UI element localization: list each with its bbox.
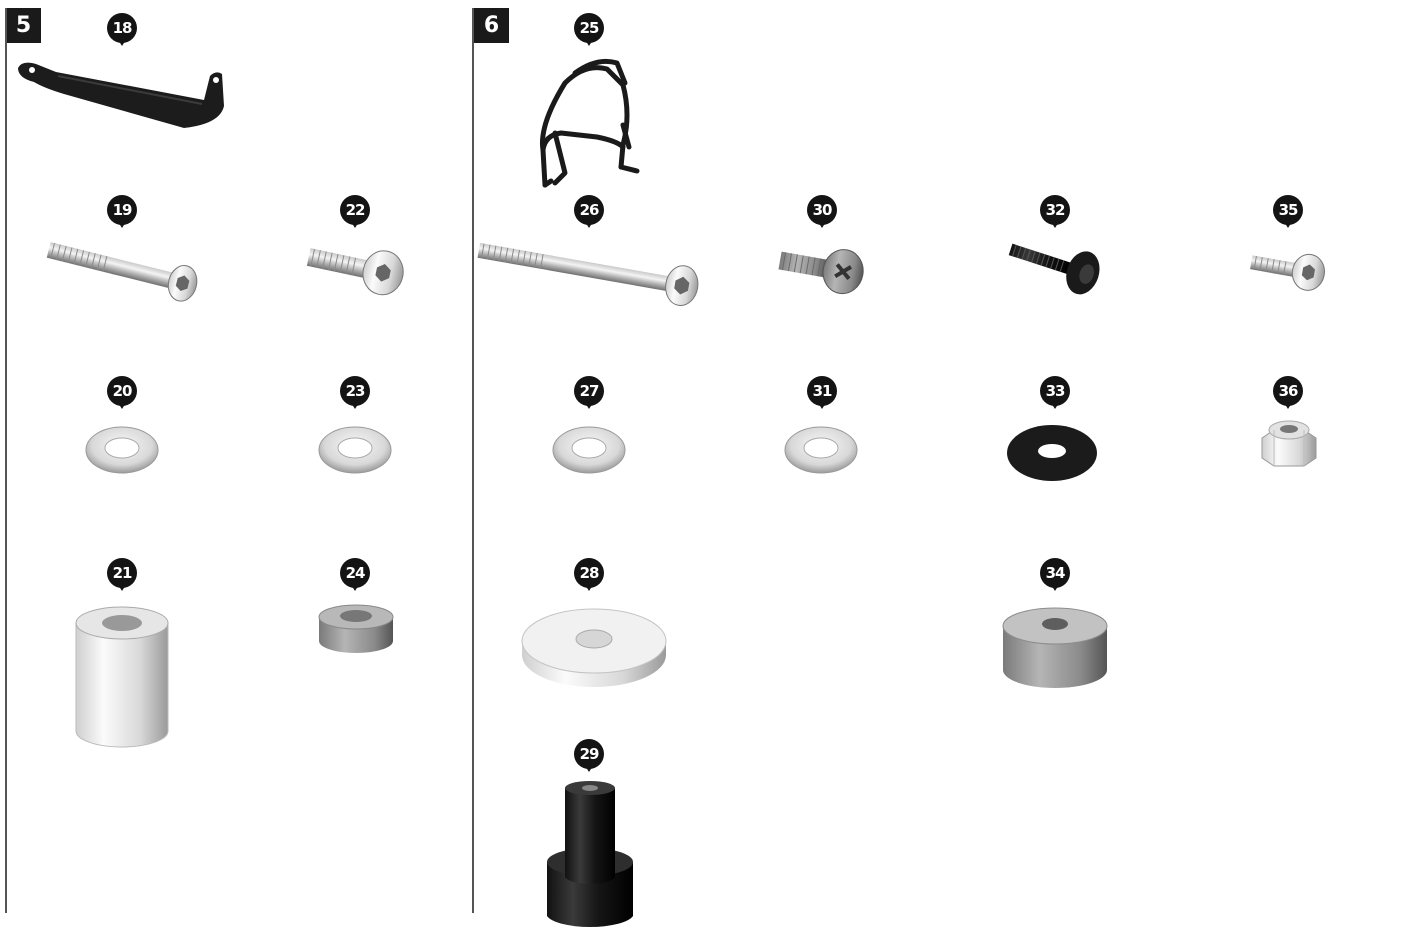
callout-21: 21 (107, 558, 137, 598)
section-6-label: 6 (474, 8, 509, 43)
washer-31-image (784, 426, 858, 474)
callout-26: 26 (574, 195, 604, 235)
large-flat-spacer-image (521, 608, 667, 687)
callout-35: 35 (1273, 195, 1303, 235)
callout-22: 22 (340, 195, 370, 235)
callout-23: 23 (340, 376, 370, 416)
small-bolt-image (1250, 253, 1325, 291)
washer-23-image (318, 426, 392, 474)
callout-28: 28 (574, 558, 604, 598)
callout-29: 29 (574, 739, 604, 779)
callout-31: 31 (807, 376, 837, 416)
callout-18: 18 (107, 13, 137, 53)
washer-27-image (552, 426, 626, 474)
callout-27: 27 (574, 376, 604, 416)
short-bolt-30-image (778, 249, 864, 295)
black-stepped-spacer-image (547, 781, 633, 928)
bracket-image (18, 62, 224, 128)
callout-19: 19 (107, 195, 137, 235)
black-washer-image (1007, 425, 1097, 481)
section-6-divider (472, 8, 474, 913)
extra-long-bolt-image (477, 242, 699, 306)
short-spacer-image (318, 604, 394, 653)
short-bolt-image (306, 248, 404, 296)
callout-33: 33 (1040, 376, 1070, 416)
crash-bar-frame-image (539, 58, 640, 188)
callout-20: 20 (107, 376, 137, 416)
callout-36: 36 (1273, 376, 1303, 416)
lock-nut-image (1261, 420, 1317, 467)
long-bolt-image (46, 242, 198, 302)
section-5-label: 5 (6, 8, 41, 43)
section-5-divider (5, 8, 7, 913)
washer-20-image (85, 426, 159, 474)
callout-32: 32 (1040, 195, 1070, 235)
callout-30: 30 (807, 195, 837, 235)
callout-34: 34 (1040, 558, 1070, 598)
black-button-bolt-image (1008, 243, 1100, 295)
tall-spacer-image (75, 606, 169, 748)
callout-24: 24 (340, 558, 370, 598)
callout-25: 25 (574, 13, 604, 53)
thick-spacer-image (1002, 607, 1108, 688)
